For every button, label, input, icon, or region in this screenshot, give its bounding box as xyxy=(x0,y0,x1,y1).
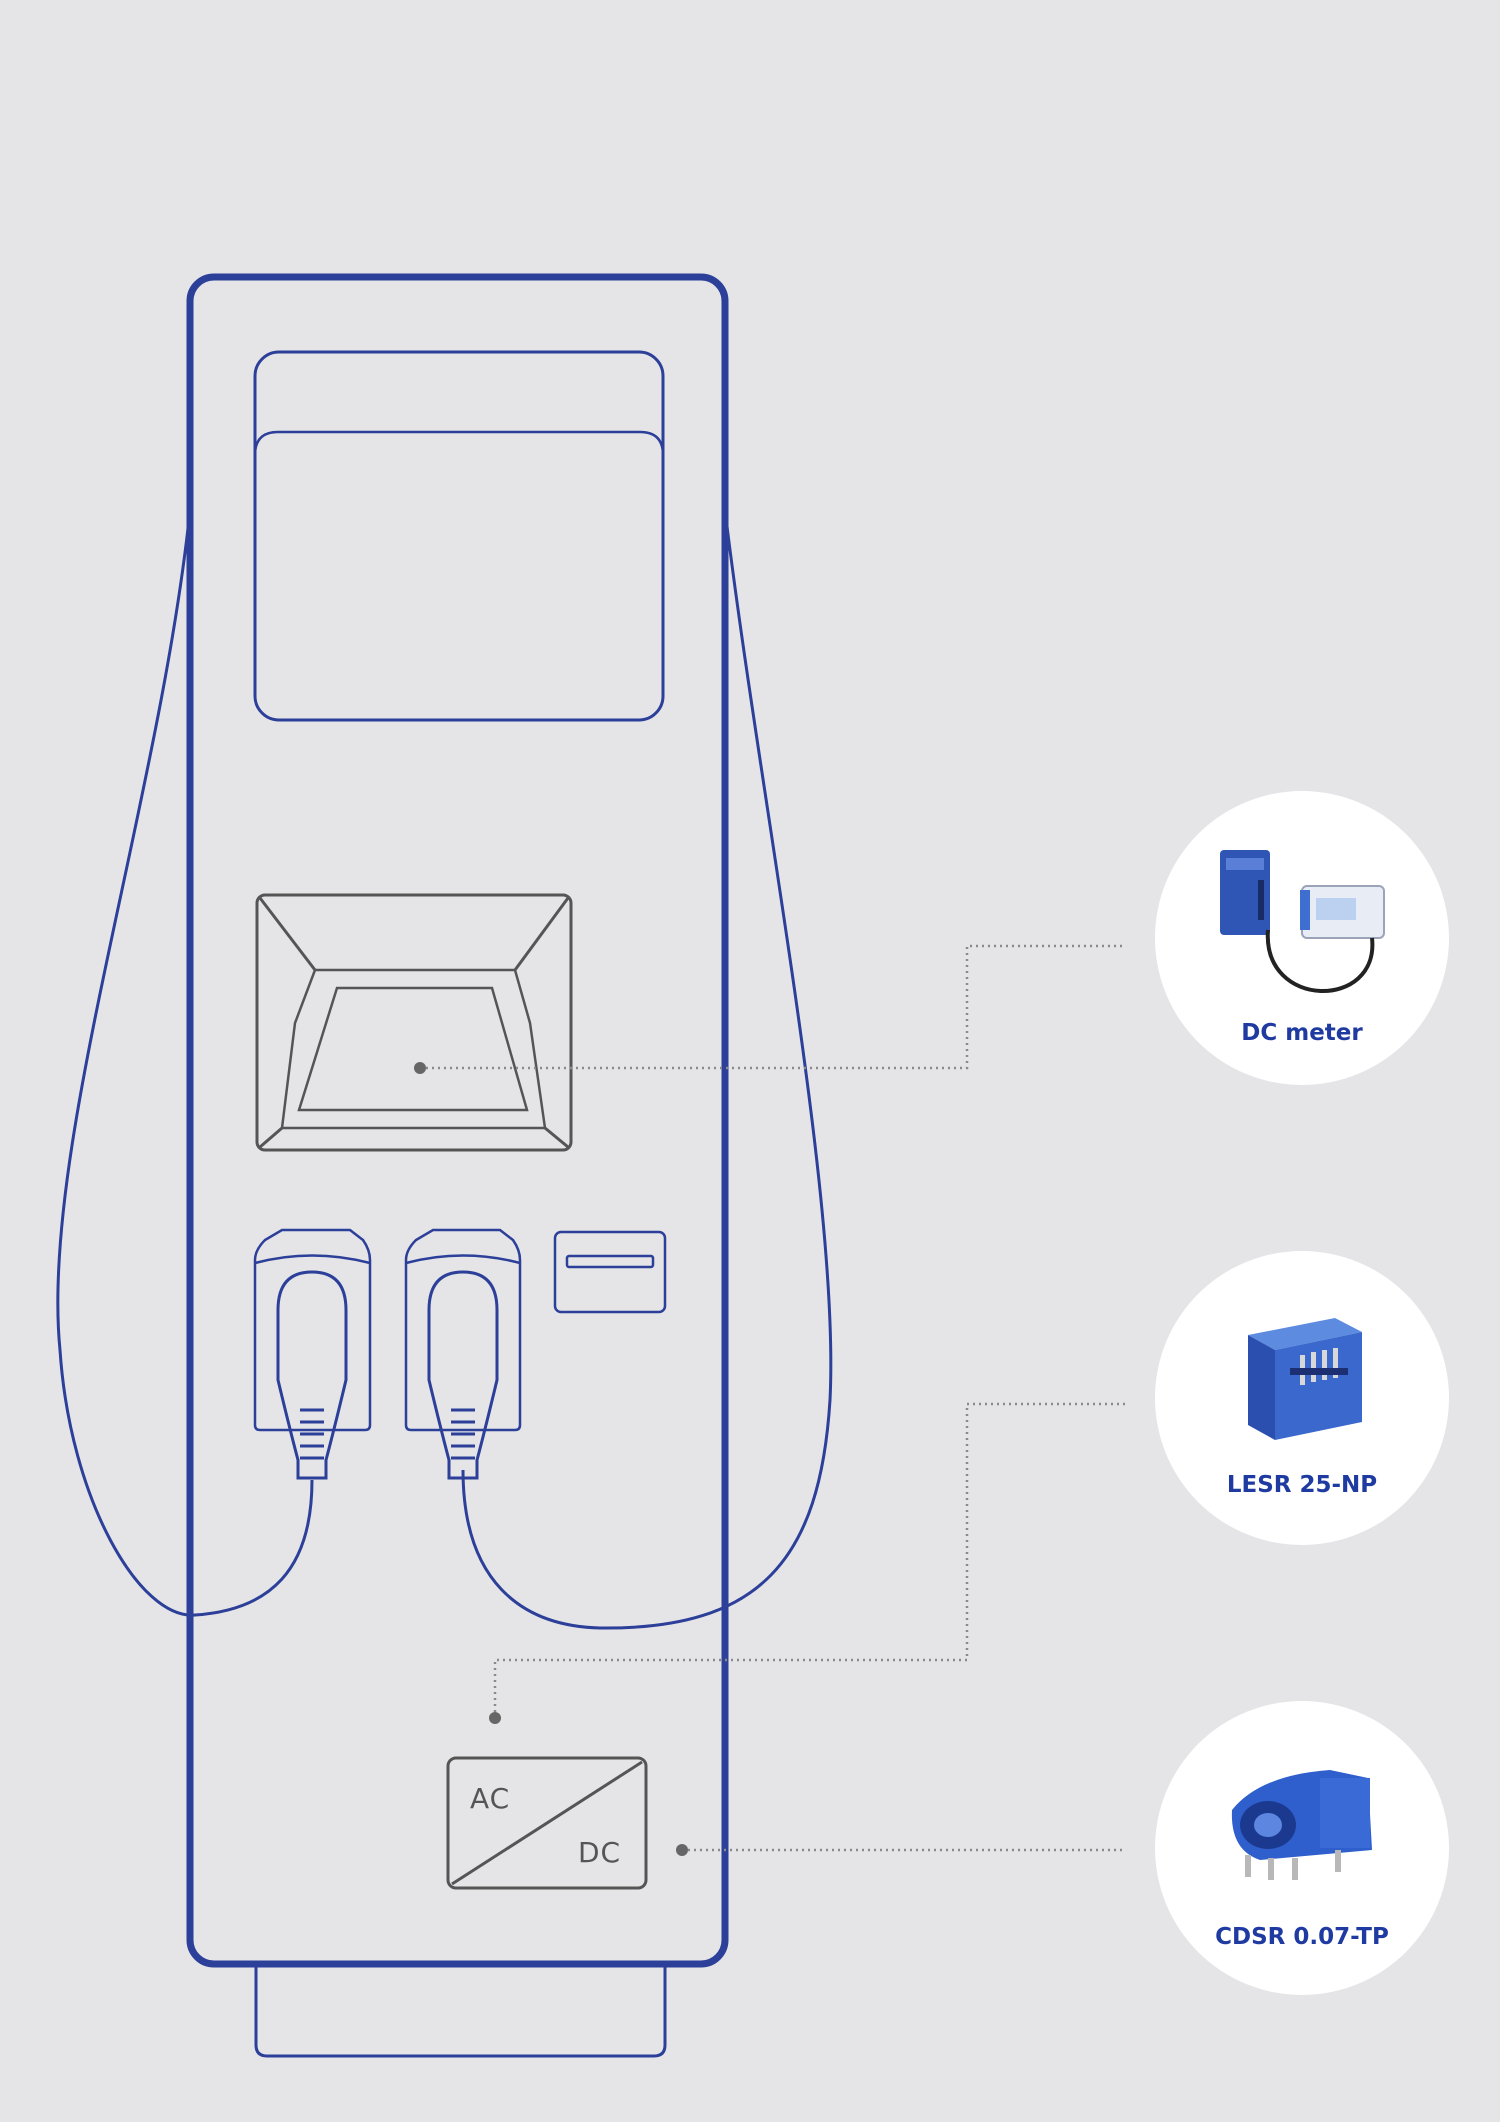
station-body xyxy=(186,273,729,1968)
meter-housing xyxy=(255,893,573,1152)
left-cable xyxy=(56,509,314,1617)
display-inner-divider xyxy=(253,430,665,456)
component-dc-meter: DC meter xyxy=(1155,791,1449,1085)
leader-dot-lesr xyxy=(489,1712,501,1724)
dc-meter-label: DC meter xyxy=(1241,1020,1363,1046)
cdsr-label: CDSR 0.07-TP xyxy=(1215,1924,1389,1950)
converter-dc-label: DC xyxy=(578,1836,621,1869)
lesr-label: LESR 25-NP xyxy=(1227,1472,1377,1498)
charging-station xyxy=(56,273,833,2058)
current-transducer-icon xyxy=(1248,1318,1362,1440)
leader-dc-meter xyxy=(420,944,1125,1070)
leader-lines xyxy=(420,944,1125,1852)
leader-dot-dc-meter xyxy=(414,1062,426,1074)
residual-current-sensor-icon xyxy=(1231,1770,1372,1880)
component-lesr-25-np: LESR 25-NP xyxy=(1155,1251,1449,1545)
dc-meter-device-icon xyxy=(1220,850,1385,993)
connector-holster-right xyxy=(404,1228,522,1432)
station-base xyxy=(254,1962,667,2058)
leader-lesr xyxy=(493,1402,1125,1718)
connector-plug-right xyxy=(427,1270,499,1480)
connector-plug-left xyxy=(276,1270,348,1480)
connector-holster-left xyxy=(253,1228,372,1432)
leader-dot-cdsr xyxy=(676,1844,688,1856)
component-cdsr-0-07-tp: CDSR 0.07-TP xyxy=(1155,1701,1449,1995)
right-cable xyxy=(461,509,833,1630)
card-reader-slot xyxy=(553,1230,667,1314)
converter-ac-label: AC xyxy=(470,1782,510,1815)
ac-dc-converter xyxy=(446,1756,648,1890)
display-frame xyxy=(253,350,665,722)
